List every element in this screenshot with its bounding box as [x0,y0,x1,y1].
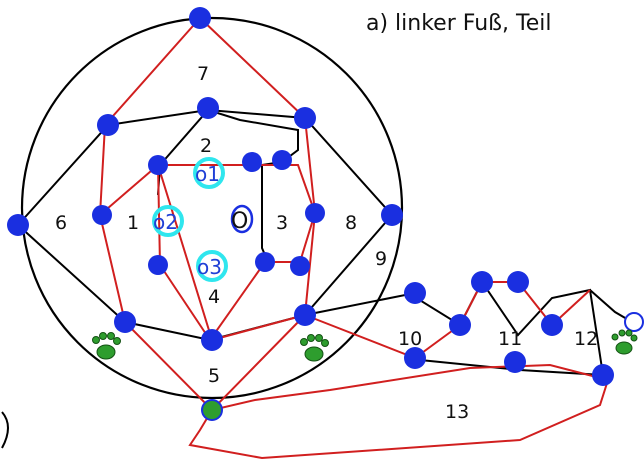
region-label: 7 [197,63,209,85]
ring-o1 [193,157,225,189]
paw-print-icon [92,329,638,362]
bead-markers [7,7,614,421]
region-label: 13 [445,401,469,423]
bead-open [624,312,644,332]
region-label: 8 [345,212,357,234]
region-label: 1 [127,212,139,234]
ring-label: O [231,209,248,234]
ring-label: o2 [153,210,178,234]
region-label: 11 [498,328,522,350]
outer-circle [20,16,404,400]
region-label: 9 [375,248,387,270]
region-label: 6 [55,212,67,234]
bead-green [203,401,221,419]
partial-arc [1,411,9,449]
region-label: 10 [398,328,422,350]
region-label: 5 [208,365,220,387]
ring-O [230,204,254,234]
ring-highlights [152,157,228,282]
ring-label: o1 [195,162,220,186]
diagram-title: a) linker Fuß, Teil [366,11,551,36]
red-thread-paths [98,16,610,460]
ring-label: o3 [197,255,222,279]
region-label: 12 [574,328,598,350]
region-label: 3 [276,212,288,234]
ring-o2 [152,205,184,237]
region-label: 2 [200,135,212,157]
region-label: 4 [208,286,220,308]
ring-o3 [196,250,228,282]
